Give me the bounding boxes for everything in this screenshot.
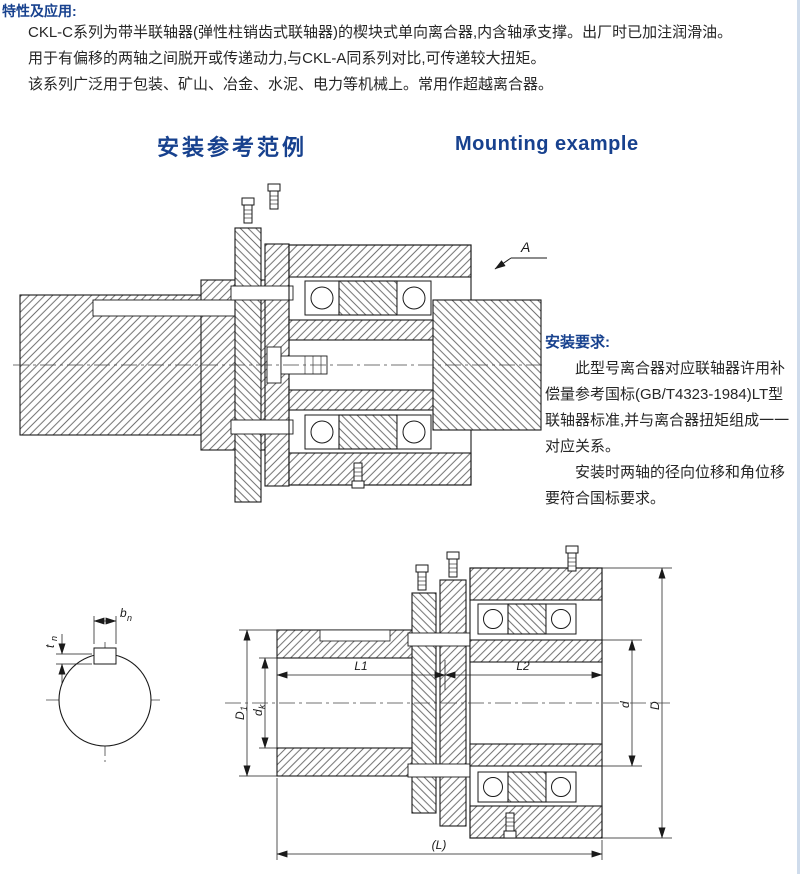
bearing-icon xyxy=(477,771,509,803)
dim-label-d: d xyxy=(618,701,632,708)
dim-label-L-overall: (L) xyxy=(432,838,447,852)
bearing-icon xyxy=(304,414,340,450)
install-requirements: 安装要求: 此型号离合器对应联轴器许用补偿量参考国标(GB/T4323-1984… xyxy=(545,330,797,512)
dim-label-L1: L1 xyxy=(354,659,367,673)
svg-text:t: t xyxy=(43,644,57,648)
bolt-icon xyxy=(446,551,460,578)
bearing-icon xyxy=(396,414,432,450)
dim-L-overall xyxy=(276,778,603,860)
dim-label-b: b xyxy=(120,606,127,620)
mounting-example-drawing: A xyxy=(13,183,547,503)
install-title: 安装要求: xyxy=(545,334,610,351)
bolt-icon xyxy=(503,812,517,839)
paragraph-3: 该系列广泛用于包装、矿山、冶金、水泥、电力等机械上。常用作超越离合器。 xyxy=(28,76,554,93)
install-paragraph-2: 安装时两轴的径向位移和角位移要符合国标要求。 xyxy=(545,464,786,507)
bearing-icon xyxy=(304,280,340,316)
install-paragraph-1: 此型号离合器对应联轴器许用补偿量参考国标(GB/T4323-1984)LT型联轴… xyxy=(545,360,790,455)
clutch-housing-section xyxy=(469,545,603,839)
dim-b xyxy=(93,616,117,644)
bolt-icon xyxy=(415,564,429,591)
dim-label-t: t n xyxy=(43,636,59,648)
svg-text:1: 1 xyxy=(239,706,249,711)
section-title: 特性及应用: xyxy=(2,3,77,19)
bearing-icon xyxy=(545,603,577,635)
title-chinese: 安装参考范例 xyxy=(157,135,308,160)
svg-text:d: d xyxy=(618,701,632,708)
coupling-flange-section xyxy=(407,551,471,827)
dim-label-D1: D 1 xyxy=(233,706,249,720)
dim-label-L2: L2 xyxy=(516,659,530,673)
section-view-label: A xyxy=(520,239,530,255)
dimension-drawing: b n t n xyxy=(43,545,672,860)
paragraph-2: 用于有偏移的两轴之间脱开或传递动力,与CKL-A同系列对比,可传递较大扭矩。 xyxy=(28,50,546,67)
title-english: Mounting example xyxy=(455,133,639,155)
page-edge-strip xyxy=(797,0,800,874)
bolt-icon xyxy=(241,197,255,224)
shaft-end-view xyxy=(46,642,164,762)
svg-text:D: D xyxy=(233,711,247,720)
bolt-icon xyxy=(565,545,579,572)
bearing-icon xyxy=(396,280,432,316)
dim-L1L2 xyxy=(276,660,603,690)
dim-label-b-sub: n xyxy=(127,613,132,623)
dim-t xyxy=(56,634,92,684)
dim-label-dk: d k xyxy=(251,704,267,716)
intro-paragraphs: CKL-C系列为带半联轴器(弹性柱销齿式联轴器)的楔块式单向离合器,内含轴承支撑… xyxy=(28,20,790,98)
bearing-icon xyxy=(477,603,509,635)
bearing-icon xyxy=(545,771,577,803)
svg-text:d: d xyxy=(251,709,265,716)
svg-text:k: k xyxy=(257,704,267,709)
svg-text:D: D xyxy=(648,701,662,710)
bolt-icon xyxy=(351,462,365,489)
svg-text:n: n xyxy=(49,636,59,641)
bolt-icon xyxy=(267,183,281,210)
section-view-arrow: A xyxy=(494,239,547,270)
paragraph-1: CKL-C系列为带半联轴器(弹性柱销齿式联轴器)的楔块式单向离合器,内含轴承支撑… xyxy=(28,24,733,41)
dim-label-D: D xyxy=(648,701,662,710)
